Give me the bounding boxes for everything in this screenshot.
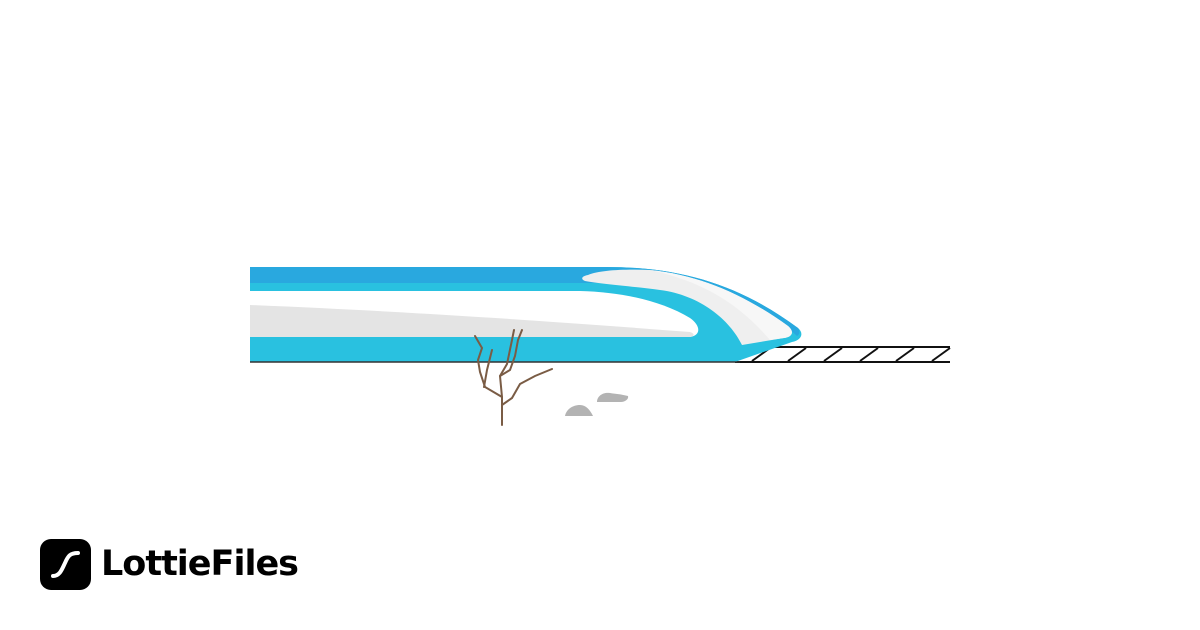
train-cab-window <box>582 269 792 345</box>
brand-lockup[interactable]: LottieFiles <box>40 538 299 590</box>
dry-branch <box>474 329 553 426</box>
train-shadow <box>250 305 694 337</box>
lottie-logo-icon <box>40 538 91 590</box>
rocks <box>565 392 629 416</box>
brand-name: LottieFiles <box>101 543 299 584</box>
railway-track <box>735 346 951 363</box>
train <box>250 266 802 363</box>
